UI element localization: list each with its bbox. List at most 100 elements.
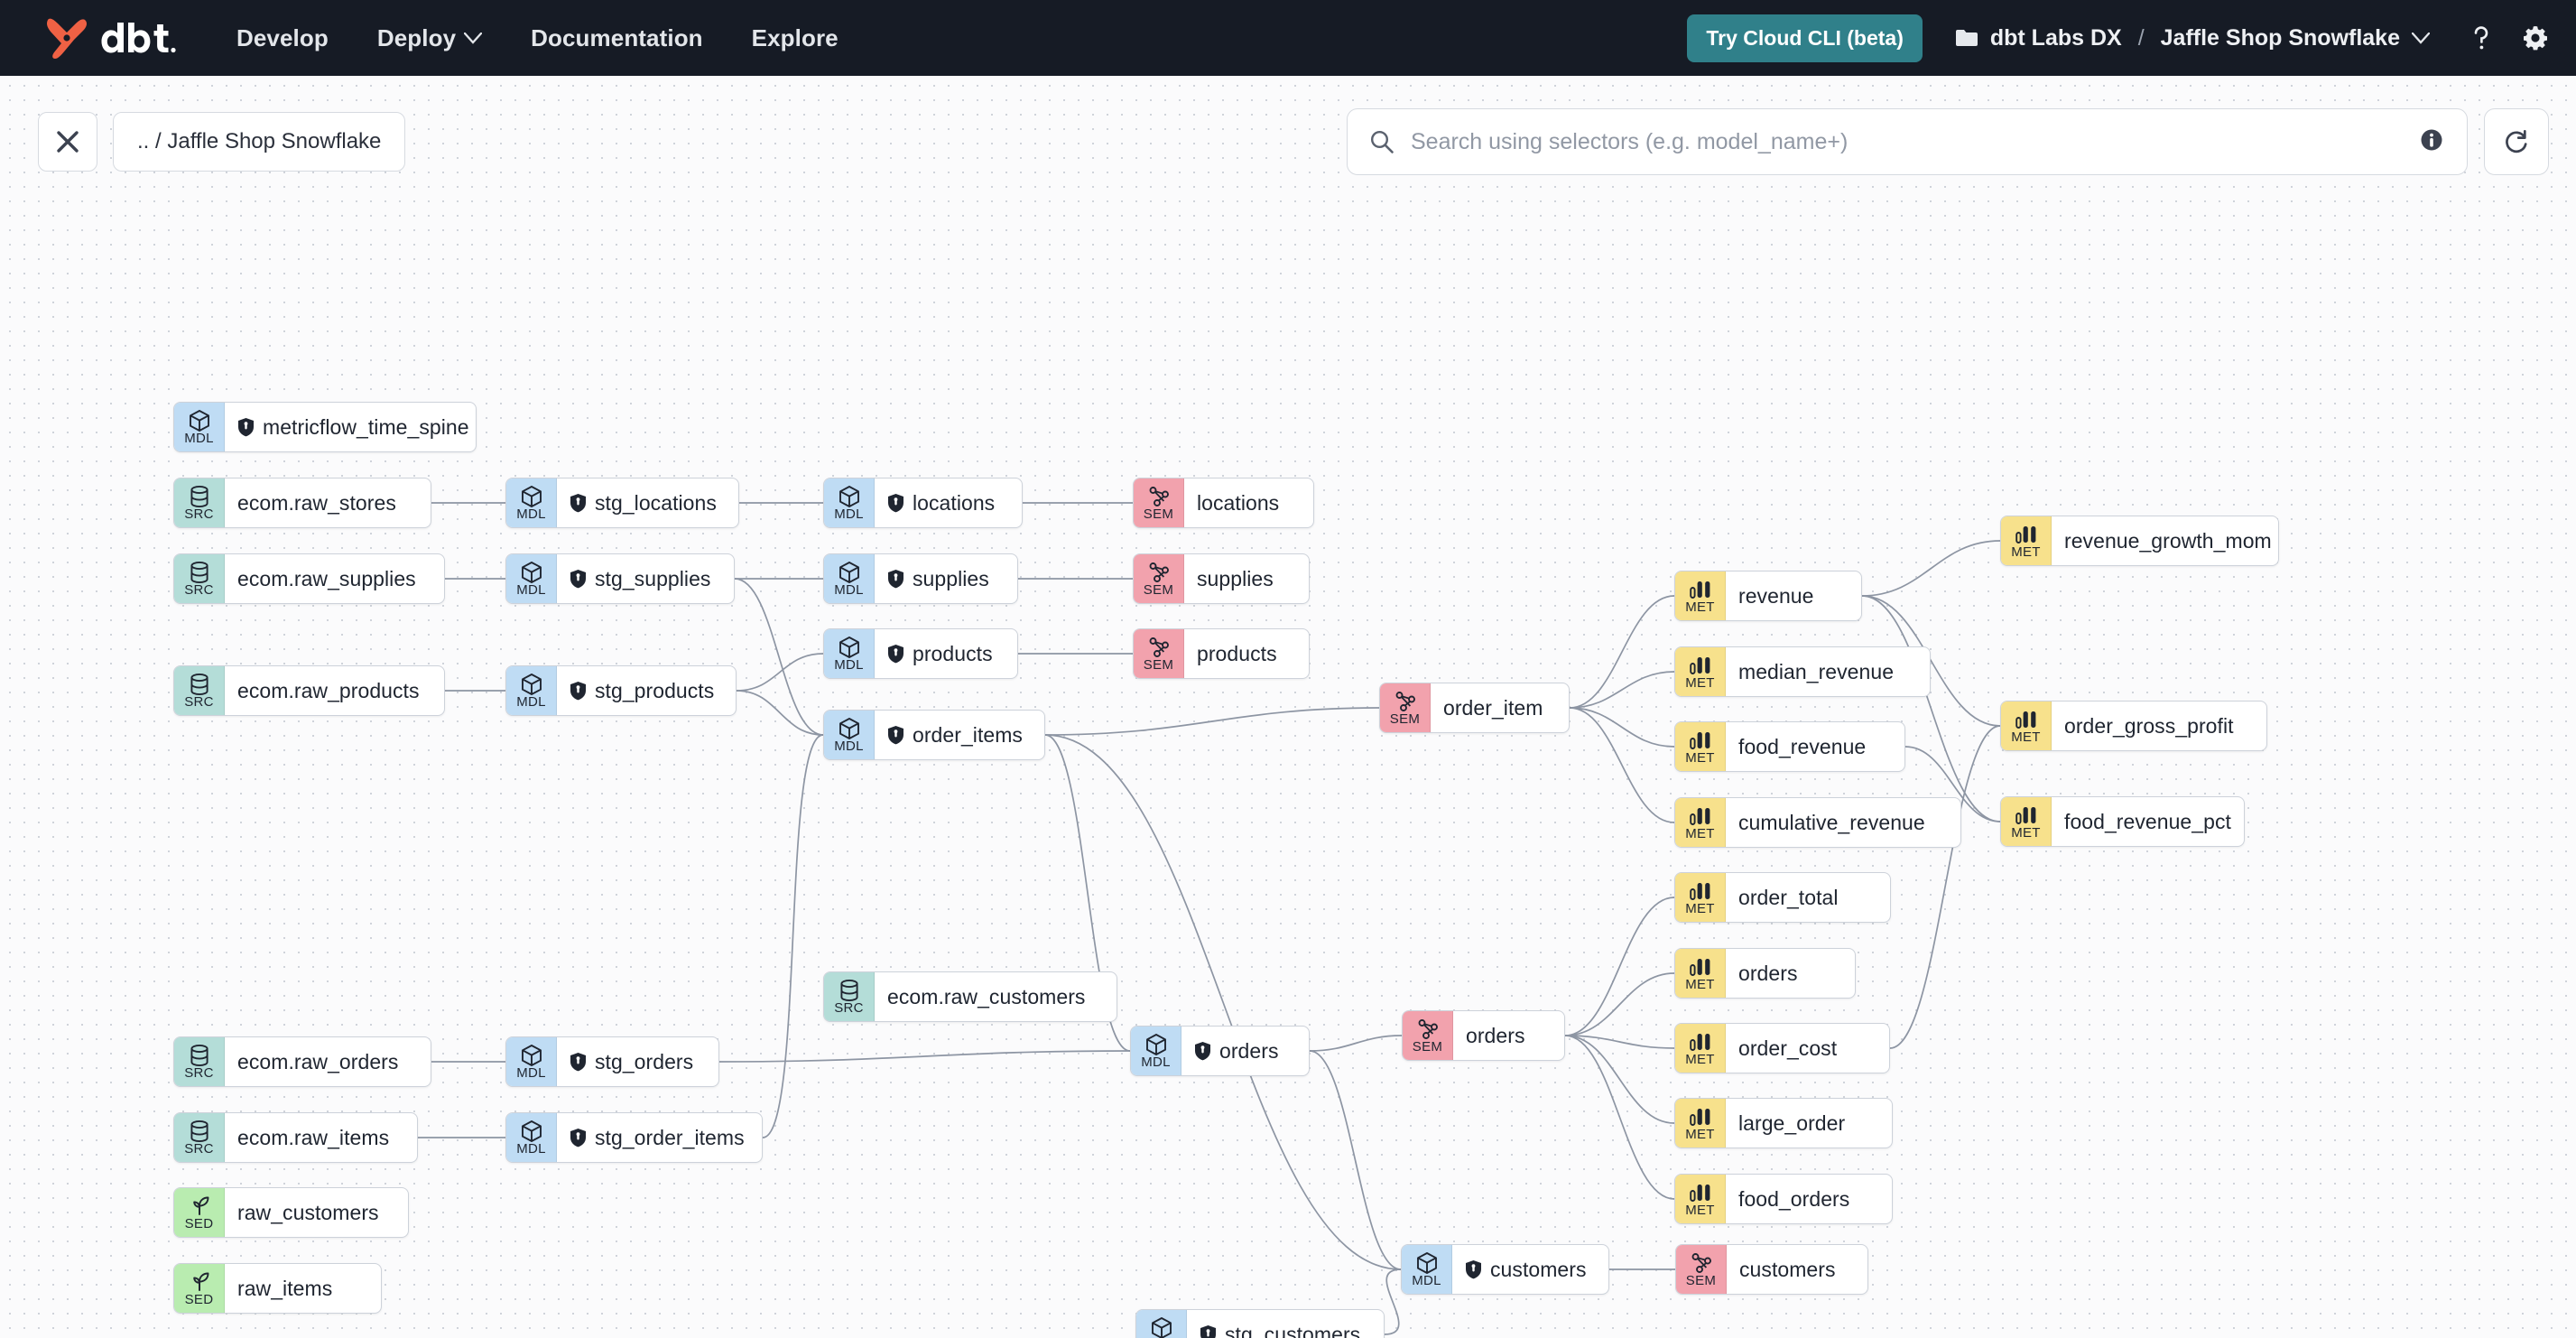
dbt-logo[interactable] xyxy=(43,16,177,60)
node-type-badge-sem: SEM xyxy=(1403,1011,1453,1060)
graph-node-sem_locations[interactable]: SEM locations xyxy=(1133,478,1314,528)
nav-link-deploy[interactable]: Deploy xyxy=(377,24,483,52)
node-label: food_revenue xyxy=(1738,734,1867,758)
node-body: locations xyxy=(875,479,1022,527)
nav-link-explore[interactable]: Explore xyxy=(752,24,839,52)
node-type-badge-mdl: MDL xyxy=(824,629,875,678)
dbt-wordmark-icon xyxy=(101,23,176,53)
node-type-label: MET xyxy=(1685,977,1715,992)
mdl-type-icon xyxy=(1415,1252,1439,1274)
node-body: locations xyxy=(1184,479,1313,527)
search-input[interactable] xyxy=(1411,128,2402,155)
node-body: ecom.raw_products xyxy=(225,666,444,715)
node-type-label: SRC xyxy=(184,1065,214,1081)
lineage-edge-sem_order_item-to-met_median_revenue xyxy=(1569,671,1675,709)
node-body: cumulative_revenue xyxy=(1726,798,1960,847)
node-type-badge-mdl: MDL xyxy=(174,403,225,451)
info-icon[interactable] xyxy=(2418,126,2445,158)
nav-link-develop[interactable]: Develop xyxy=(236,24,329,52)
lineage-breadcrumb-button[interactable]: .. / Jaffle Shop Snowflake xyxy=(113,112,406,172)
node-body: ecom.raw_items xyxy=(225,1113,417,1162)
nav-link-label: Develop xyxy=(236,23,329,51)
node-type-label: SRC xyxy=(184,1141,214,1157)
node-type-label: MDL xyxy=(184,431,214,446)
node-type-badge-src: SRC xyxy=(174,1113,225,1162)
node-label: ecom.raw_stores xyxy=(237,490,396,515)
mdl-type-icon xyxy=(520,1120,543,1142)
node-body: stg_products xyxy=(557,666,736,715)
node-body: customers xyxy=(1727,1245,1867,1294)
node-type-label: SEM xyxy=(1143,506,1174,522)
lineage-edge-stg_supplies-to-mdl_order_items xyxy=(734,578,824,736)
question-mark-icon[interactable] xyxy=(2469,24,2493,51)
refresh-button[interactable] xyxy=(2484,108,2549,175)
node-type-label: SEM xyxy=(1412,1039,1443,1055)
contract-shield-icon xyxy=(237,417,255,437)
node-type-badge-met: MET xyxy=(1675,722,1726,771)
breadcrumb-separator: / xyxy=(2137,24,2145,51)
src-type-icon xyxy=(189,561,210,584)
lineage-edge-sem_orders-to-met_order_total xyxy=(1564,897,1675,1036)
close-button[interactable] xyxy=(38,112,97,172)
account-name[interactable]: dbt Labs DX xyxy=(1989,24,2122,51)
node-type-label: MET xyxy=(2011,544,2041,560)
search-bar[interactable] xyxy=(1347,108,2468,175)
graph-node-mdl_products[interactable]: MDL products xyxy=(823,628,1018,679)
lineage-canvas[interactable]: .. / Jaffle Shop Snowflake xyxy=(0,76,2576,1338)
node-type-label: MDL xyxy=(834,657,864,673)
project-name[interactable]: Jaffle Shop Snowflake xyxy=(2160,24,2400,51)
lineage-edge-stg_orders-to-mdl_orders xyxy=(718,1050,1131,1063)
src-type-icon xyxy=(189,485,210,508)
node-label: order_total xyxy=(1738,885,1839,909)
met-type-icon xyxy=(1689,579,1712,600)
try-cloud-cli-button[interactable]: Try Cloud CLI (beta) xyxy=(1687,14,1923,62)
node-label: products xyxy=(913,641,993,665)
gear-icon[interactable] xyxy=(2522,24,2549,51)
nav-link-documentation[interactable]: Documentation xyxy=(531,24,703,52)
graph-node-met_food_revenue[interactable]: MET food_revenue xyxy=(1674,721,1905,772)
graph-node-src_raw_items[interactable]: SRC ecom.raw_items xyxy=(173,1112,418,1163)
src-type-icon xyxy=(189,1044,210,1067)
chevron-down-icon[interactable] xyxy=(2412,32,2430,44)
node-type-label: MDL xyxy=(834,739,864,754)
contract-shield-icon xyxy=(1200,1324,1217,1338)
node-type-badge-met: MET xyxy=(1675,798,1726,847)
node-type-label: MET xyxy=(2011,825,2041,841)
node-body: order_item xyxy=(1431,683,1569,732)
